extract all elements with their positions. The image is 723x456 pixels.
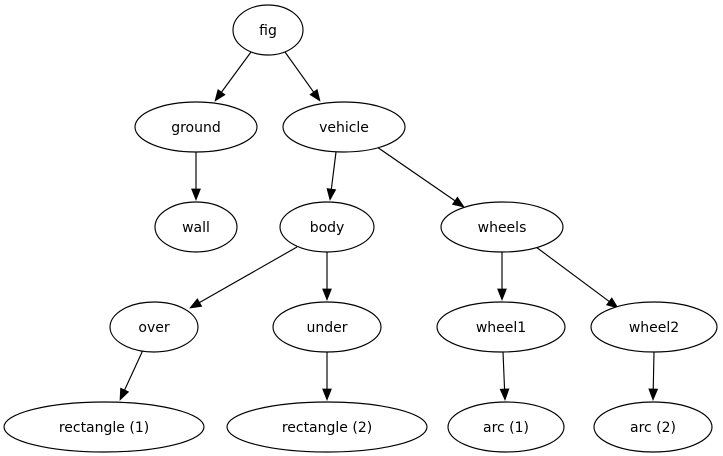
node-shape[interactable]: [272, 301, 382, 353]
edge-wheels-to-wheel2: [535, 246, 619, 309]
node-wheel2[interactable]: wheel2: [590, 301, 718, 353]
arrowhead-icon: [309, 88, 321, 102]
node-rectangle2[interactable]: rectangle (2): [226, 401, 428, 453]
node-fig[interactable]: fig: [232, 4, 304, 56]
node-arc2[interactable]: arc (2): [593, 401, 713, 453]
edge-line: [652, 351, 655, 390]
node-over[interactable]: over: [109, 301, 199, 353]
node-vehicle[interactable]: vehicle: [282, 101, 406, 153]
arrowhead-icon: [189, 298, 203, 309]
edges-layer: [119, 51, 659, 401]
node-shape[interactable]: [226, 401, 428, 453]
nodes-layer: fig ground vehicle wall body wheels over under w…: [3, 4, 718, 453]
edge-line: [199, 246, 298, 304]
arrowhead-icon: [497, 288, 507, 301]
node-shape[interactable]: [3, 401, 205, 453]
node-shape[interactable]: [593, 401, 713, 453]
edge-body-to-under: [322, 252, 332, 301]
arrowhead-icon: [214, 88, 226, 102]
arrowhead-icon: [191, 188, 201, 201]
edge-vehicle-to-wheels: [376, 146, 465, 208]
node-body[interactable]: body: [279, 201, 375, 253]
node-label: wheels: [478, 220, 527, 236]
node-wall[interactable]: wall: [154, 201, 238, 253]
edge-body-to-over: [189, 246, 298, 309]
node-label: under: [306, 320, 347, 336]
edge-line: [221, 51, 252, 93]
edge-fig-to-ground: [214, 51, 252, 102]
arrowhead-icon: [326, 188, 337, 201]
arrowhead-icon: [605, 297, 619, 309]
arrowhead-icon: [499, 388, 510, 401]
node-shape[interactable]: [109, 301, 199, 353]
node-wheels[interactable]: wheels: [440, 201, 564, 253]
arrowhead-icon: [322, 388, 332, 401]
node-rectangle1[interactable]: rectangle (1): [3, 401, 205, 453]
node-label: wall: [182, 220, 210, 236]
node-arc1[interactable]: arc (1): [447, 401, 565, 453]
node-shape[interactable]: [154, 201, 238, 253]
arrowhead-icon: [451, 196, 465, 208]
edge-over-to-rectangle1: [119, 349, 144, 401]
node-wheel1[interactable]: wheel1: [436, 301, 566, 353]
node-under[interactable]: under: [272, 301, 382, 353]
edge-line: [376, 146, 456, 202]
edge-fig-to-vehicle: [284, 51, 321, 102]
node-label: vehicle: [319, 120, 369, 136]
node-ground[interactable]: ground: [134, 101, 258, 153]
edge-under-to-rectangle2: [322, 352, 332, 401]
node-shape[interactable]: [447, 401, 565, 453]
node-label: ground: [171, 120, 221, 136]
arrowhead-icon: [322, 288, 332, 301]
edge-vehicle-to-body: [326, 151, 337, 201]
edge-wheel1-to-arc1: [499, 351, 510, 401]
node-label: fig: [259, 23, 277, 39]
node-shape[interactable]: [440, 201, 564, 253]
edge-wheels-to-wheel1: [497, 252, 507, 301]
node-shape[interactable]: [436, 301, 566, 353]
edge-line: [330, 151, 337, 190]
edge-line: [284, 51, 315, 93]
node-label: over: [138, 320, 169, 336]
edge-line: [124, 349, 144, 391]
edge-line: [502, 351, 506, 390]
node-label: wheel1: [476, 320, 526, 336]
node-label: rectangle (1): [59, 420, 149, 436]
node-shape[interactable]: [590, 301, 718, 353]
edge-ground-to-wall: [191, 152, 201, 201]
node-label: body: [310, 220, 345, 236]
node-shape[interactable]: [279, 201, 375, 253]
node-shape[interactable]: [232, 4, 304, 56]
node-label: wheel2: [629, 320, 679, 336]
node-label: arc (2): [630, 420, 676, 436]
node-shape[interactable]: [134, 101, 258, 153]
node-label: rectangle (2): [282, 420, 372, 436]
arrowhead-icon: [648, 388, 659, 401]
node-label: arc (1): [483, 420, 529, 436]
edge-wheel2-to-arc2: [648, 351, 659, 401]
node-shape[interactable]: [282, 101, 406, 153]
arrowhead-icon: [119, 387, 130, 401]
edge-line: [535, 246, 610, 302]
